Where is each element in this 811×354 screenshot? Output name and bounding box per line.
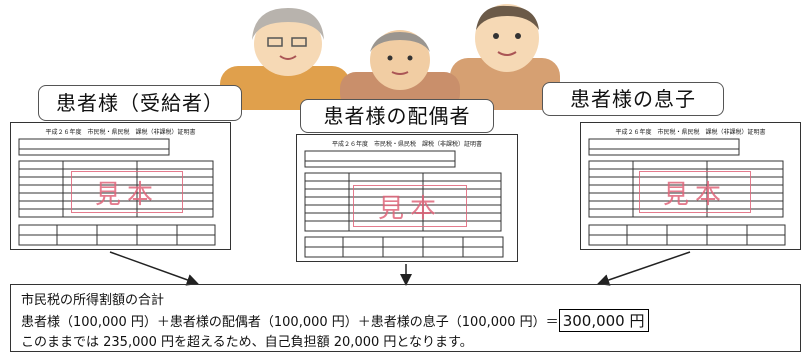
total-amount: 300,000 円: [558, 309, 649, 332]
certificate-table: [18, 138, 216, 246]
arrow-recipient: [109, 251, 199, 286]
tax-certificate-son: 平成２６年度 市民税・県民税 課税（非課税）証明書 見本: [580, 122, 801, 250]
certificate-table: [304, 150, 504, 258]
document-title: 平成２６年度 市民税・県民税 課税（非課税）証明書: [45, 129, 196, 136]
sample-stamp: 見本: [71, 171, 183, 213]
tax-certificate-spouse: 平成２６年度 市民税・県民税 課税（非課税）証明書 見本: [296, 134, 518, 262]
sample-stamp: 見本: [639, 171, 751, 213]
summary-conclusion: このままでは 235,000 円を超えるため、自己負担額 20,000 円となり…: [21, 335, 473, 350]
son-figure: [450, 4, 560, 110]
formula-text: 患者様（100,000 円）＋患者様の配偶者（100,000 円）＋患者様の息子…: [21, 315, 559, 330]
tax-certificate-recipient: 平成２６年度 市民税・県民税 課税（非課税）証明書 見本: [10, 122, 231, 250]
summary-heading: 市民税の所得割額の合計: [21, 293, 165, 308]
sample-stamp: 見本: [353, 185, 467, 227]
document-title: 平成２６年度 市民税・県民税 課税（非課税）証明書: [331, 141, 482, 148]
spouse-label: 患者様の配偶者: [300, 99, 494, 133]
document-title: 平成２６年度 市民税・県民税 課税（非課税）証明書: [615, 129, 766, 136]
arrow-son: [597, 251, 691, 286]
son-label: 患者様の息子: [542, 82, 724, 116]
recipient-label: 患者様（受給者）: [38, 85, 242, 121]
summary-formula: 患者様（100,000 円）＋患者様の配偶者（100,000 円）＋患者様の息子…: [21, 309, 649, 332]
calculation-summary: 市民税の所得割額の合計 患者様（100,000 円）＋患者様の配偶者（100,0…: [10, 284, 801, 352]
